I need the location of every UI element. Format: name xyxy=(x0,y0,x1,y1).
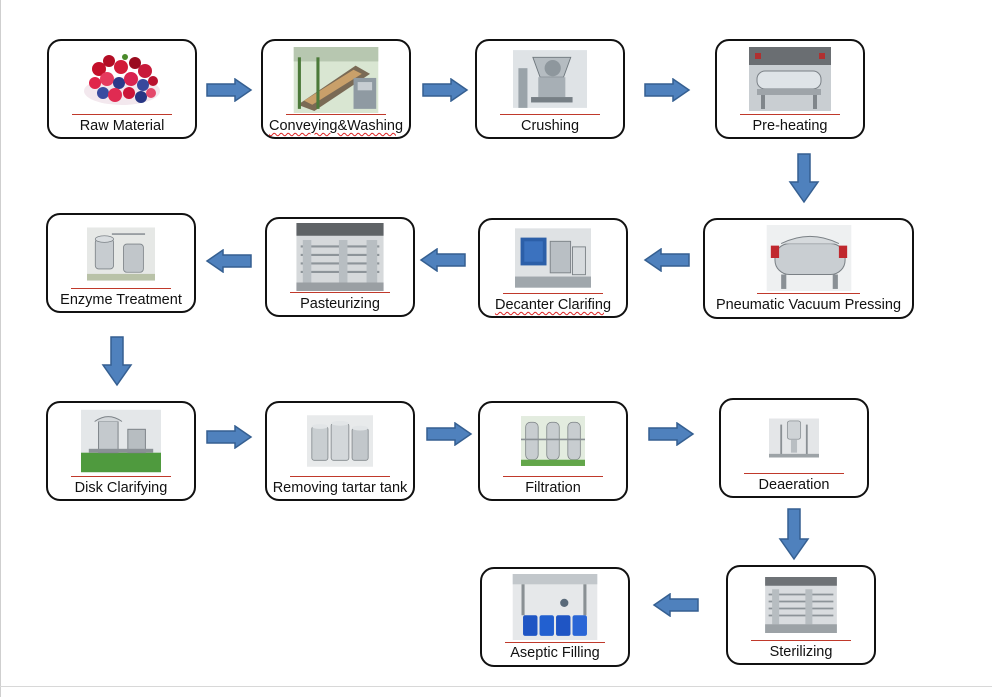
step-deaeration: Deaeration xyxy=(719,398,869,498)
page-border-bottom xyxy=(0,686,992,687)
arrow-right-icon xyxy=(644,78,691,102)
step-conveying-washing: Conveying&Washing xyxy=(261,39,411,139)
label-underline xyxy=(503,293,603,294)
arrow-down-icon xyxy=(788,153,820,204)
arrow-right-icon xyxy=(422,78,469,102)
label-underline xyxy=(740,114,840,115)
berries-image xyxy=(84,54,160,105)
step-aseptic-filling: Aseptic Filling xyxy=(480,567,630,667)
label-underline xyxy=(505,642,605,643)
label-underline xyxy=(756,293,861,294)
arrow-right-icon xyxy=(206,78,253,102)
step-label: Filtration xyxy=(525,480,581,496)
step-label: Enzyme Treatment xyxy=(60,292,182,308)
label-underline xyxy=(71,288,171,289)
step-label: Disk Clarifying xyxy=(74,480,168,496)
step-label: Conveying&Washing xyxy=(268,118,404,134)
step-label: Pre-heating xyxy=(752,118,828,134)
step-removing-tartar-tank: Removing tartar tank xyxy=(265,401,415,501)
label-underline xyxy=(71,476,171,477)
step-label: Removing tartar tank xyxy=(272,480,408,496)
step-label: Decanter Clarifing xyxy=(494,297,612,313)
filter-housings-image xyxy=(521,416,585,466)
label-underline xyxy=(744,473,844,474)
crusher-machine-image xyxy=(513,50,587,108)
step-raw-material: Raw Material xyxy=(47,39,197,139)
preheater-machine-image xyxy=(749,47,831,111)
step-pneumatic-vacuum-pressing: Pneumatic Vacuum Pressing xyxy=(703,218,914,319)
arrow-left-icon xyxy=(205,249,252,273)
enzyme-tank-image xyxy=(87,227,155,281)
label-underline xyxy=(500,114,600,115)
decanter-image xyxy=(515,228,591,288)
step-label: Pneumatic Vacuum Pressing xyxy=(715,297,902,313)
label-underline xyxy=(72,114,172,115)
step-label: Pasteurizing xyxy=(300,296,380,312)
washing-conveyor-image xyxy=(293,47,379,113)
sterilizer-image xyxy=(765,577,837,633)
vacuum-press-image xyxy=(766,225,851,291)
step-pre-heating: Pre-heating xyxy=(715,39,865,139)
label-underline xyxy=(751,640,851,641)
step-filtration: Filtration xyxy=(478,401,628,501)
step-disk-clarifying: Disk Clarifying xyxy=(46,401,196,501)
step-sterilizing: Sterilizing xyxy=(726,565,876,665)
label-underline xyxy=(286,114,386,115)
arrow-left-icon xyxy=(643,248,690,272)
step-enzyme-treatment: Enzyme Treatment xyxy=(46,213,196,313)
arrow-left-icon xyxy=(419,248,466,272)
pasteurizer-image xyxy=(296,223,384,291)
arrow-left-icon xyxy=(652,593,699,617)
arrow-right-icon xyxy=(648,422,695,446)
step-label: Raw Material xyxy=(79,118,165,134)
label-underline xyxy=(503,476,603,477)
arrow-down-icon xyxy=(101,336,133,387)
page-border-left xyxy=(0,0,1,697)
disk-separator-image xyxy=(81,409,161,473)
step-label: Sterilizing xyxy=(769,644,833,660)
deaerator-image xyxy=(769,418,819,458)
step-label: Crushing xyxy=(520,118,580,134)
step-label: Aseptic Filling xyxy=(510,645,600,661)
tartar-tank-image xyxy=(307,415,373,467)
arrow-right-icon xyxy=(206,425,253,449)
step-crushing: Crushing xyxy=(475,39,625,139)
step-pasteurizing: Pasteurizing xyxy=(265,217,415,317)
step-decanter-clarifing: Decanter Clarifing xyxy=(478,218,628,318)
step-label: Deaeration xyxy=(758,477,830,493)
label-underline xyxy=(290,476,390,477)
label-underline xyxy=(290,292,390,293)
arrow-right-icon xyxy=(426,422,473,446)
aseptic-filling-image xyxy=(512,574,598,640)
arrow-down-icon xyxy=(778,508,810,561)
